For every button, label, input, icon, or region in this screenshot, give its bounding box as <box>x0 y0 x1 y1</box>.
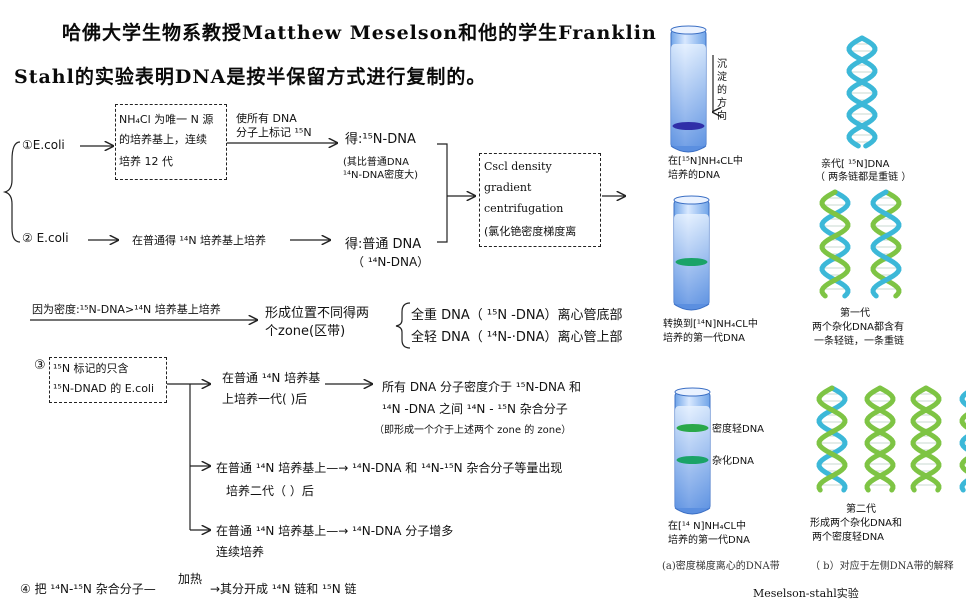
gen2-caption-1: 第二代 <box>846 500 876 515</box>
figure-title: Meselson-stahl实验 <box>753 585 859 601</box>
gen2-caption-3: 两个密度轻DNA <box>812 528 884 543</box>
tube-3-caption-2: 培养的第一代DNA <box>668 531 750 546</box>
caption-b: （ b）对应于左侧DNA带的解释 <box>810 557 954 572</box>
tube-2-caption-2: 培养的第一代DNA <box>663 329 745 344</box>
gen1-caption-2: 两个杂化DNA都含有 <box>812 318 904 333</box>
tube-1-caption-2: 培养的DNA <box>668 166 720 181</box>
gen2-caption-2: 形成两个杂化DNA和 <box>810 514 902 529</box>
helix-gen2-d-strand-b <box>962 388 966 490</box>
sediment-direction-label: 沉淀的方向 <box>717 58 729 123</box>
tube-2 <box>674 196 709 310</box>
caption-a: (a)密度梯度离心的DNA带 <box>662 557 780 572</box>
hybrid-dna-label: 杂化DNA <box>712 452 754 467</box>
parent-dna-caption-2: （ 两条链都是重链 ） <box>815 168 911 183</box>
gen1-caption-3: 一条轻链，一条重链 <box>814 332 904 347</box>
tube-3 <box>675 388 710 514</box>
dna-helixes <box>819 38 966 490</box>
gen1-caption-1: 第一代 <box>840 304 870 319</box>
tube-1-caption-1: 在[¹⁵N]NH₄CL中 <box>668 152 743 167</box>
tube-2-caption-1: 转换到[¹⁴N]NH₄CL中 <box>663 315 758 330</box>
tube-1 <box>671 26 706 152</box>
tube-3-caption-1: 在[¹⁴ N]NH₄CL中 <box>668 517 746 532</box>
light-dna-label: 密度轻DNA <box>712 420 764 435</box>
